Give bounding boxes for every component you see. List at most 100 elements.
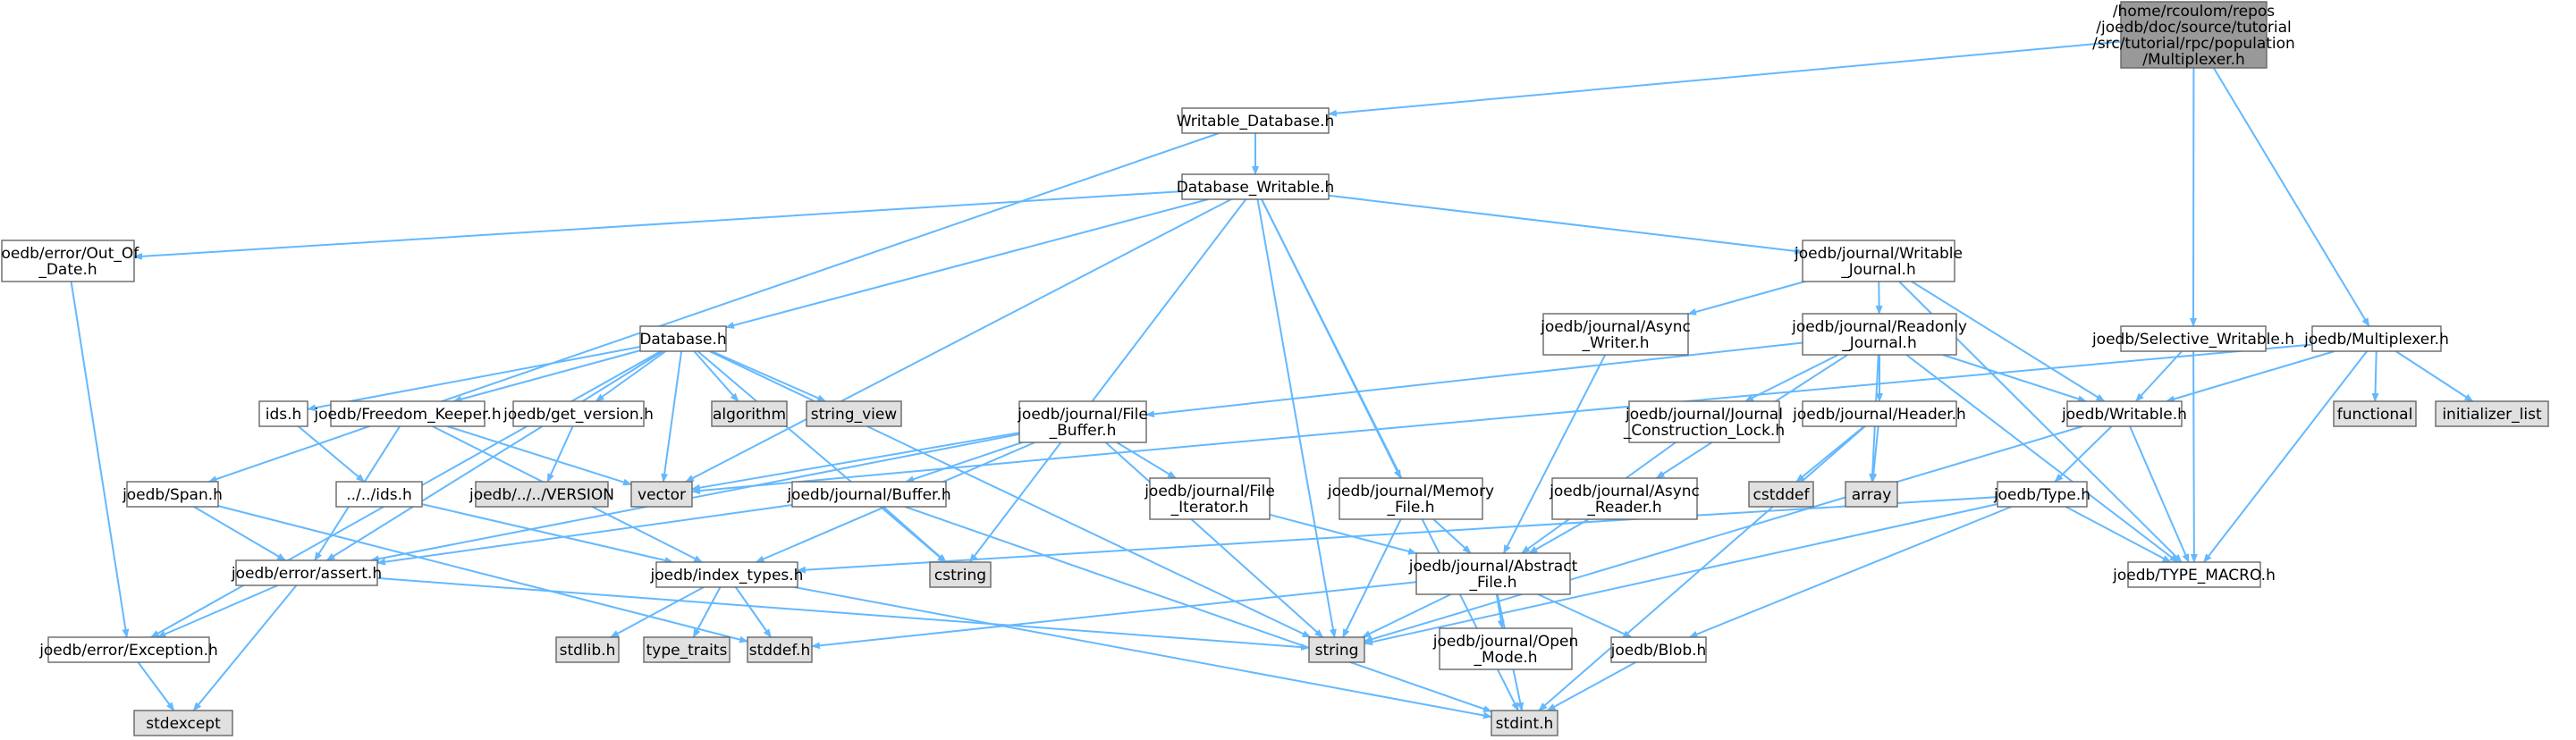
- node-index-types[interactable]: joedb/index_types.h: [650, 561, 804, 588]
- node-cstring: cstring: [929, 561, 992, 588]
- node-label-type-traits: type_traits: [646, 642, 728, 660]
- edge-type-to-string: [1364, 503, 1998, 646]
- node-stdlib: stdlib.h: [555, 636, 620, 663]
- node-label-memory-file: _File.h: [1386, 499, 1434, 517]
- node-box-readonly-journal[interactable]: [1802, 313, 1957, 356]
- node-box-buffer[interactable]: [791, 481, 947, 508]
- edge-assert-to-stdexcept: [192, 584, 298, 711]
- node-box-vector: [630, 481, 693, 508]
- node-database-writable[interactable]: Database_Writable.h: [1177, 173, 1335, 200]
- node-open-mode[interactable]: joedb/journal/Open_Mode.h: [1432, 627, 1579, 670]
- edge-memory-file-to-abstract-file: [1432, 518, 1472, 554]
- node-writable-database[interactable]: Writable_Database.h: [1177, 107, 1335, 134]
- node-type-macro[interactable]: joedb/TYPE_MACRO.h: [2112, 561, 2276, 588]
- node-abstract-file[interactable]: joedb/journal/Abstract_File.h: [1408, 552, 1578, 595]
- node-box-abstract-file[interactable]: [1415, 552, 1571, 595]
- node-box-get-version[interactable]: [512, 400, 645, 427]
- node-label-cstddef: cstddef: [1753, 486, 1811, 504]
- node-label-file-buffer: _Buffer.h: [1049, 422, 1117, 440]
- edge-file-buffer-to-assert: [369, 433, 1020, 563]
- node-box-blob[interactable]: [1610, 636, 1707, 663]
- node-box-database-writable[interactable]: [1181, 173, 1330, 200]
- node-out-of-date[interactable]: joedb/error/Out_Of_Date.h: [0, 240, 139, 282]
- edge-memory-file-to-string: [1342, 518, 1402, 638]
- node-label-assert: joedb/error/assert.h: [231, 565, 382, 583]
- node-label-readonly-journal: _Journal.h: [1841, 334, 1916, 352]
- node-box-file-iterator[interactable]: [1149, 477, 1271, 520]
- node-box-writable[interactable]: [2066, 400, 2183, 427]
- edge-out-of-date-to-exception: [70, 281, 130, 638]
- node-blob[interactable]: joedb/Blob.h: [1610, 636, 1707, 663]
- node-exception[interactable]: joedb/error/Exception.h: [38, 636, 218, 663]
- node-box-index-types[interactable]: [655, 561, 798, 588]
- node-box-selective-writable[interactable]: [2120, 325, 2267, 352]
- node-box-writable-journal[interactable]: [1802, 240, 1955, 282]
- edge-file-buffer-to-buffer: [905, 441, 1023, 483]
- node-label-type-macro: joedb/TYPE_MACRO.h: [2112, 567, 2276, 584]
- node-type[interactable]: joedb/Type.h: [1993, 481, 2090, 508]
- edge-database-writable-to-vector: [685, 198, 1232, 483]
- node-header[interactable]: joedb/journal/Header.h: [1792, 400, 1966, 427]
- node-box-array: [1845, 481, 1898, 508]
- dependency-edges: [70, 40, 2474, 719]
- node-label-async-reader: joedb/journal/Async: [1549, 483, 1700, 500]
- node-label-vector: vector: [638, 486, 686, 504]
- node-box-database[interactable]: [639, 325, 727, 352]
- node-array: array: [1845, 481, 1898, 508]
- node-box-async-reader[interactable]: [1551, 477, 1698, 520]
- node-box-type[interactable]: [1997, 481, 2088, 508]
- node-label-open-mode: joedb/journal/Open: [1432, 633, 1579, 651]
- node-multiplexer[interactable]: joedb/Multiplexer.h: [2303, 325, 2449, 352]
- edge-selective-writable-to-writable: [2135, 350, 2183, 402]
- node-box-dotdot-ids[interactable]: [335, 481, 423, 508]
- node-assert[interactable]: joedb/error/assert.h: [231, 559, 382, 586]
- node-ids[interactable]: ids.h: [258, 400, 308, 427]
- node-box-stdexcept: [133, 710, 233, 736]
- node-label-span: joedb/Span.h: [122, 486, 223, 504]
- node-box-type-macro[interactable]: [2127, 561, 2261, 588]
- node-file-buffer[interactable]: joedb/journal/File_Buffer.h: [1017, 400, 1148, 443]
- node-label-async-writer: joedb/journal/Async: [1540, 318, 1691, 336]
- node-stdint: stdint.h: [1491, 710, 1558, 736]
- node-span[interactable]: joedb/Span.h: [122, 481, 223, 508]
- node-box-file-buffer[interactable]: [1018, 400, 1147, 443]
- node-label-root: /home/rcoulom/repos: [2113, 3, 2275, 21]
- node-label-cstring: cstring: [934, 567, 986, 584]
- node-box-exception[interactable]: [47, 636, 210, 663]
- node-box-open-mode[interactable]: [1439, 627, 1573, 670]
- node-freedom-keeper[interactable]: joedb/Freedom_Keeper.h: [313, 400, 502, 427]
- node-label-writable-journal: _Journal.h: [1840, 261, 1915, 279]
- node-database[interactable]: Database.h: [639, 325, 727, 352]
- node-async-reader[interactable]: joedb/journal/Async_Reader.h: [1549, 477, 1700, 520]
- edge-type-to-index-types: [797, 496, 1998, 574]
- node-label-construction-lock: _Construction_Lock.h: [1623, 422, 1785, 440]
- node-writable[interactable]: joedb/Writable.h: [2061, 400, 2187, 427]
- node-box-async-writer[interactable]: [1542, 313, 1689, 356]
- node-get-version[interactable]: joedb/get_version.h: [503, 400, 654, 427]
- node-writable-journal[interactable]: joedb/journal/Writable_Journal.h: [1794, 240, 1963, 282]
- node-label-string: string: [1315, 642, 1359, 660]
- node-async-writer[interactable]: joedb/journal/Async_Writer.h: [1540, 313, 1691, 356]
- node-box-freedom-keeper[interactable]: [330, 400, 486, 427]
- node-box-cstring: [929, 561, 992, 588]
- node-box-memory-file[interactable]: [1339, 477, 1483, 520]
- node-box-header[interactable]: [1802, 400, 1957, 427]
- edge-database-writable-to-cstring: [968, 198, 1247, 563]
- edge-multiplexer-to-initializer-list: [2394, 350, 2474, 402]
- node-box-assert[interactable]: [235, 559, 378, 586]
- node-buffer[interactable]: joedb/journal/Buffer.h: [786, 481, 951, 508]
- node-box-span[interactable]: [126, 481, 219, 508]
- node-label-construction-lock: joedb/journal/Journal: [1625, 406, 1783, 424]
- node-readonly-journal[interactable]: joedb/journal/Readonly_Journal.h: [1791, 313, 1967, 356]
- node-memory-file[interactable]: joedb/journal/Memory_File.h: [1327, 477, 1494, 520]
- node-file-iterator[interactable]: joedb/journal/File_Iterator.h: [1144, 477, 1275, 520]
- node-label-stdexcept: stdexcept: [146, 715, 221, 733]
- node-box-writable-database[interactable]: [1181, 107, 1330, 134]
- node-box-out-of-date[interactable]: [1, 240, 135, 282]
- node-box-ids[interactable]: [258, 400, 308, 427]
- node-selective-writable[interactable]: joedb/Selective_Writable.h: [2091, 325, 2294, 352]
- node-dotdot-ids[interactable]: ../../ids.h: [335, 481, 423, 508]
- node-construction-lock[interactable]: joedb/journal/Journal_Construction_Lock.…: [1623, 400, 1785, 443]
- node-box-construction-lock[interactable]: [1628, 400, 1780, 443]
- node-box-multiplexer[interactable]: [2311, 325, 2442, 352]
